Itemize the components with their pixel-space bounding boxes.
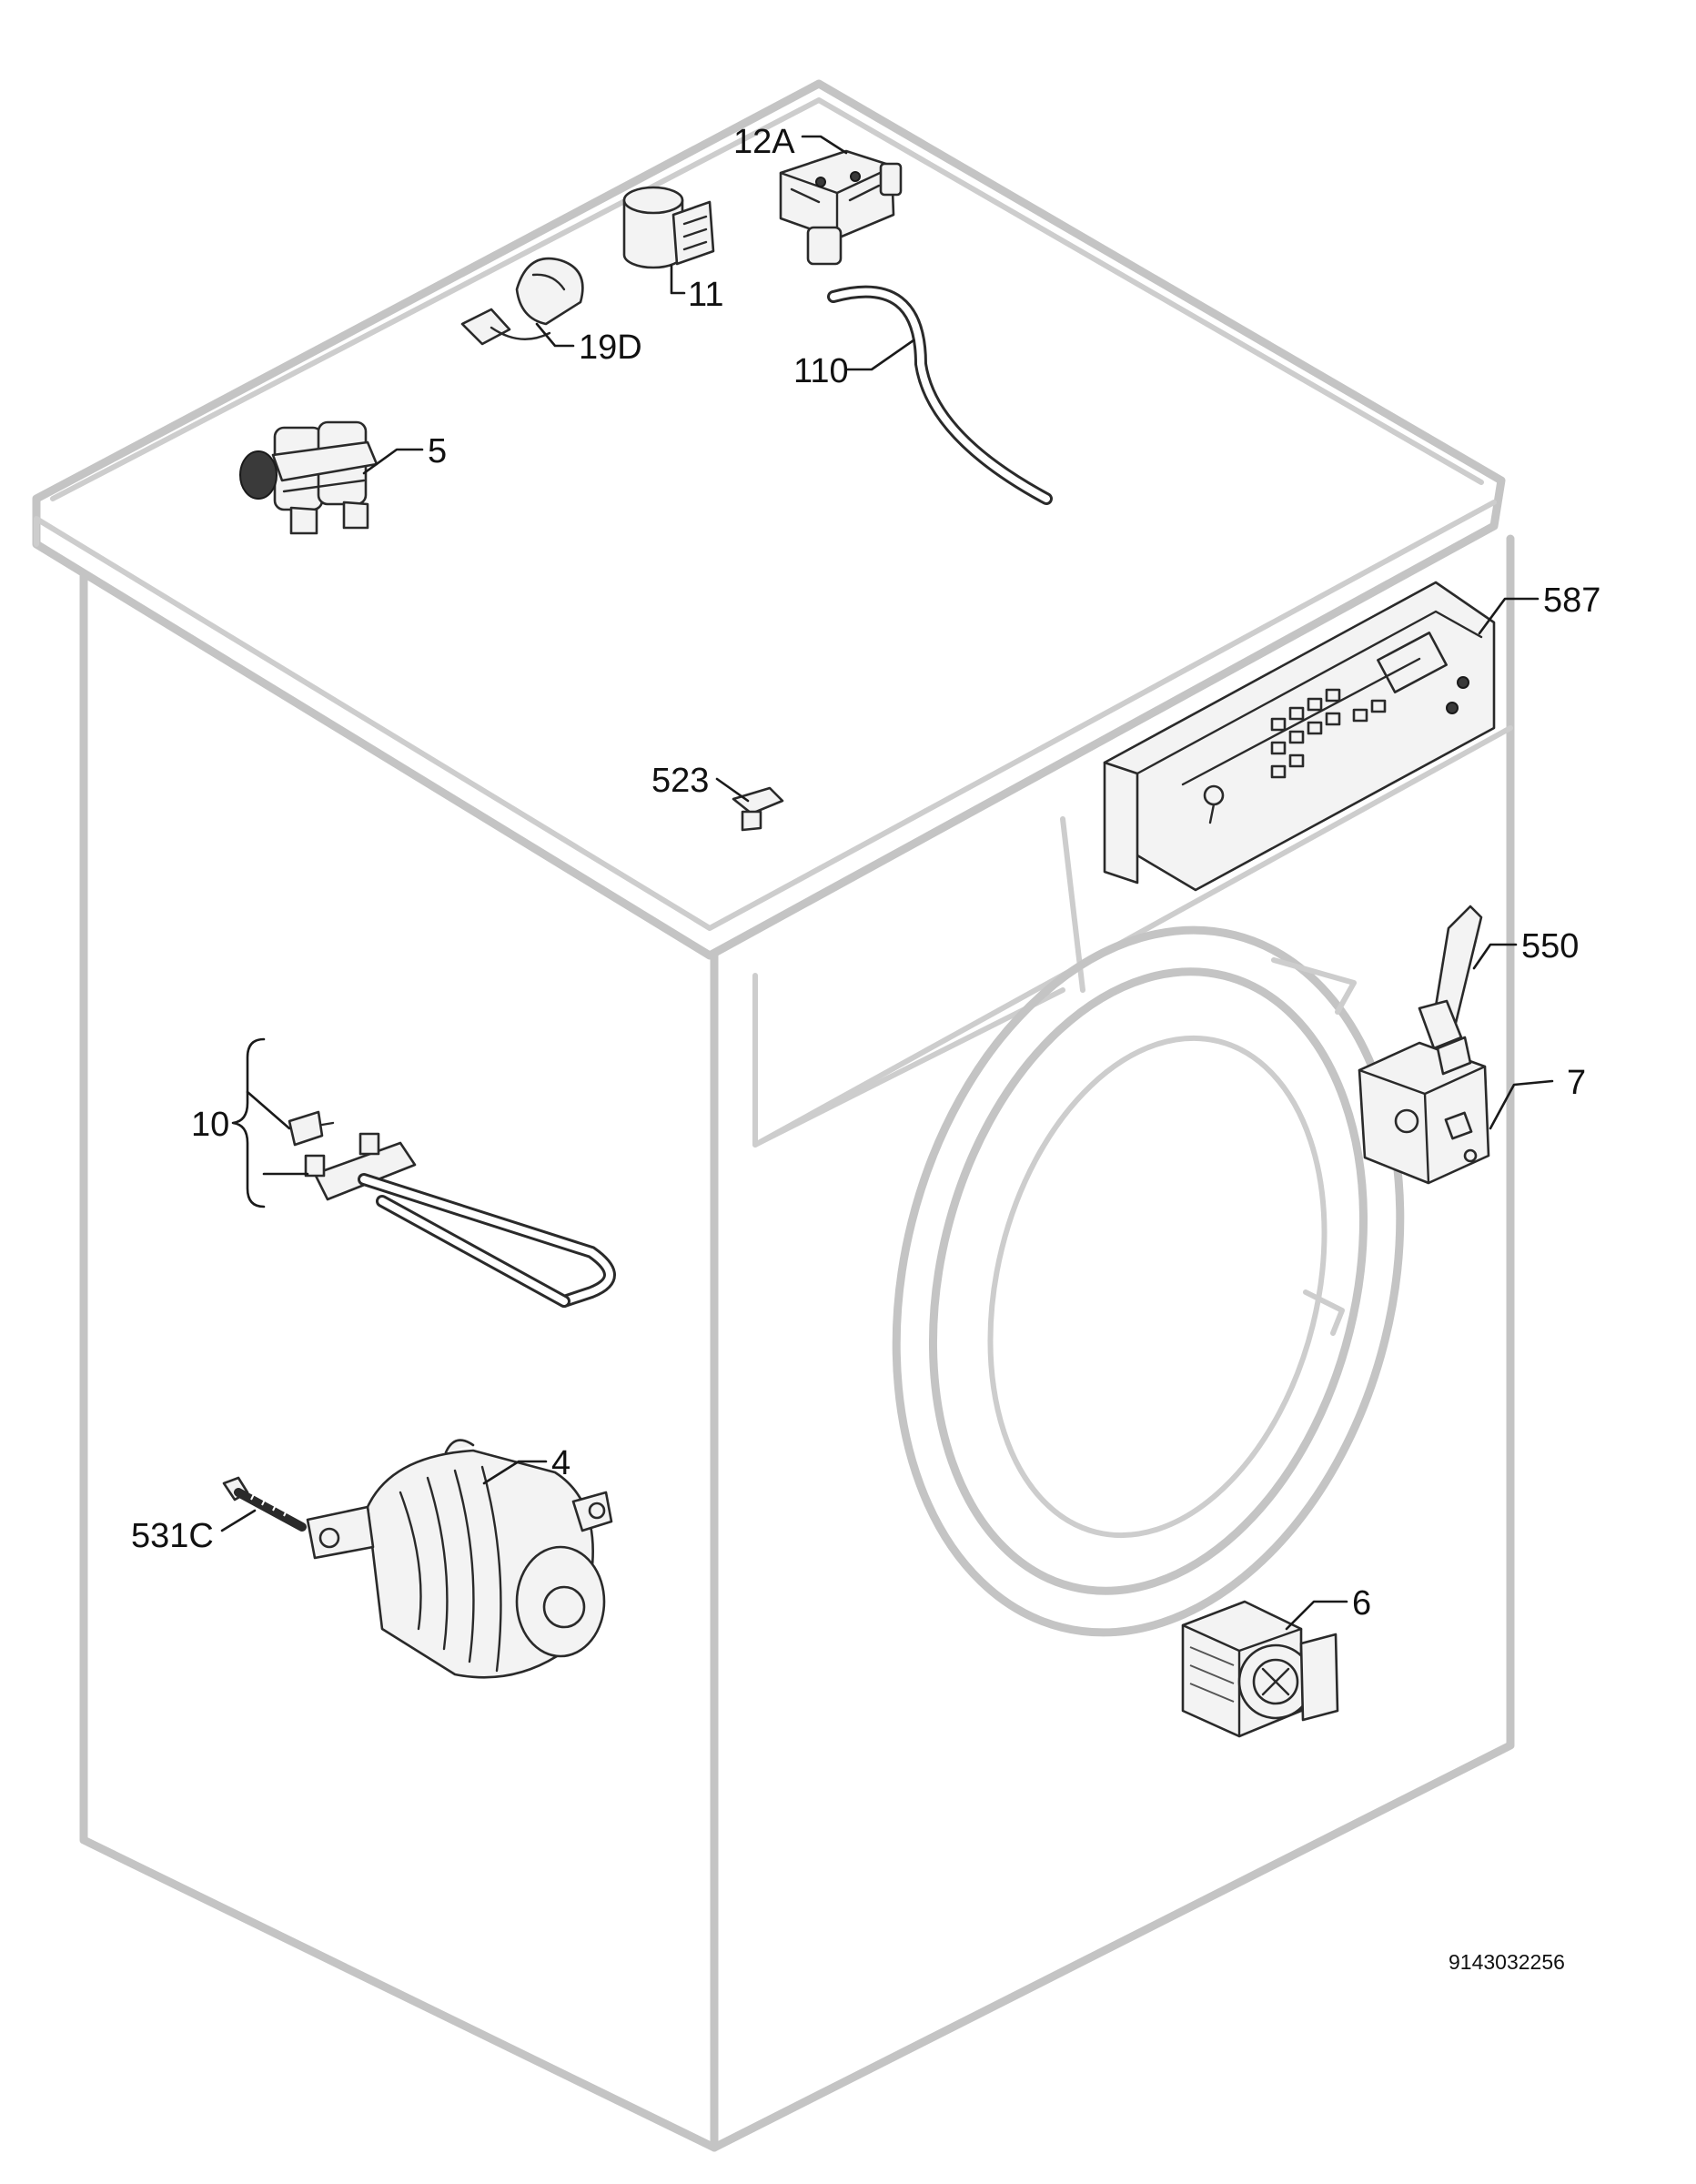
label-4: 4 — [551, 1444, 570, 1482]
appliance-ghost-outline — [32, 79, 1515, 2152]
leader-19D — [535, 322, 575, 348]
board-buttons — [1270, 688, 1387, 779]
inlet-valve-icon — [239, 420, 379, 535]
label-6: 6 — [1352, 1584, 1371, 1623]
leader-10-top — [246, 1090, 291, 1130]
heating-element-icon — [288, 1110, 616, 1308]
screw-icon — [222, 1476, 307, 1532]
door-lock-icon — [1358, 1036, 1490, 1185]
capacitor-icon — [622, 186, 715, 269]
label-11: 11 — [688, 276, 723, 314]
leader-10-brace — [231, 1037, 266, 1208]
callout-labels: 12A 11 19D 110 5 587 523 550 7 10 4 531C… — [131, 123, 1600, 1623]
leader-531C — [220, 1509, 257, 1532]
label-550: 550 — [1521, 927, 1579, 966]
label-5: 5 — [428, 432, 447, 470]
pressure-switch-icon — [779, 149, 903, 266]
leader-11 — [670, 264, 686, 295]
label-587: 587 — [1543, 581, 1600, 620]
hose-icon — [827, 285, 1053, 505]
label-523: 523 — [651, 762, 709, 800]
leader-550 — [1472, 943, 1518, 970]
label-531C: 531C — [131, 1517, 214, 1555]
drain-pump-icon — [1181, 1600, 1339, 1738]
document-number: 9143032256 — [1449, 1950, 1565, 1974]
leader-6 — [1285, 1600, 1348, 1631]
leader-lines — [220, 135, 1554, 1631]
label-7: 7 — [1567, 1064, 1586, 1102]
leader-110 — [846, 339, 915, 371]
leader-7 — [1489, 1079, 1554, 1130]
label-10: 10 — [191, 1106, 229, 1144]
suppressor-clip-icon — [460, 257, 584, 346]
motor-icon — [306, 1439, 613, 1679]
leader-4 — [482, 1460, 548, 1485]
control-board-icon — [1103, 581, 1496, 892]
label-110: 110 — [793, 352, 849, 390]
leader-587 — [1478, 597, 1540, 635]
label-19D: 19D — [579, 329, 642, 367]
leader-5 — [362, 448, 424, 475]
leader-12A — [801, 135, 848, 155]
clip-icon — [732, 786, 784, 832]
door-handle-icon — [1418, 905, 1483, 1050]
label-12A: 12A — [733, 123, 795, 161]
leader-523 — [715, 777, 750, 803]
